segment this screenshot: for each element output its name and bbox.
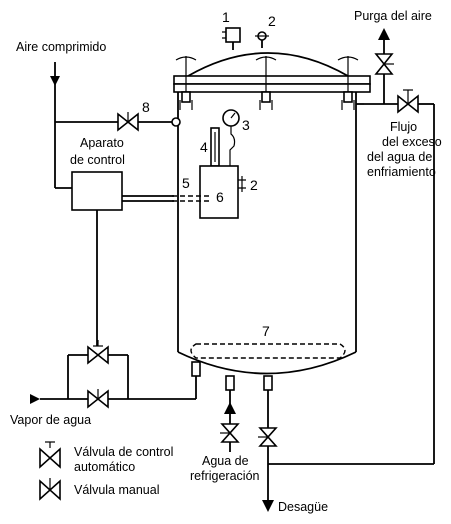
label-control-device-2: de control (70, 153, 125, 167)
callout-4: 4 (200, 139, 208, 155)
callout-2-top: 2 (268, 13, 276, 29)
label-drain: Desagüe (278, 500, 328, 514)
vessel-lid-dome (187, 52, 349, 77)
callout-7: 7 (262, 323, 270, 339)
arrow-cooling-up (224, 402, 236, 414)
retort-vessel (173, 52, 371, 375)
steam-manual-valve (87, 389, 109, 409)
air-purge-valve (374, 53, 394, 75)
callout-8: 8 (142, 99, 150, 115)
legend-manual-valve-icon (39, 478, 61, 501)
excess-water-control-valve (397, 89, 419, 114)
instrument-pocket (199, 165, 239, 219)
label-compressed-air: Aire comprimido (16, 40, 106, 54)
label-cooling-water-1: Agua de (202, 454, 249, 468)
legend-manual-valve-label: Válvula manual (74, 483, 159, 497)
lid-flange-bottom (173, 83, 371, 93)
lid-clamp-right (337, 56, 359, 110)
flow-arrows (30, 28, 390, 512)
lid-clamp-left (175, 56, 197, 110)
steam-control-valve (87, 340, 109, 365)
callout-1: 1 (222, 9, 230, 25)
thermometer (210, 127, 220, 167)
legend-control-valve-label-1: Válvula de control (74, 445, 173, 459)
label-excess-flow-3: del agua de (367, 150, 432, 164)
lid-petcock (255, 31, 269, 48)
pressure-gauge (222, 109, 240, 166)
legend-control-valve-icon (39, 441, 61, 469)
cooling-water-valve (220, 423, 240, 443)
safety-valve (222, 27, 241, 50)
callout-2-side: 2 (250, 177, 258, 193)
vessel-bottom (177, 351, 357, 375)
side-vent-cock (238, 176, 246, 192)
callout-3: 3 (242, 117, 250, 133)
callout-6: 6 (216, 189, 224, 205)
arrow-purge-up (378, 28, 390, 40)
label-excess-flow-1: Flujo (390, 120, 417, 134)
lid-flange-top (173, 75, 371, 85)
steam-spreader (190, 343, 346, 359)
piping (40, 38, 435, 500)
drain-valve (258, 427, 278, 447)
label-excess-flow-4: enfriamiento (367, 165, 436, 179)
arrow-drain-down (262, 500, 274, 512)
label-air-purge: Purga del aire (354, 9, 432, 23)
arrow-air-down (50, 76, 60, 86)
arrow-steam-in (30, 394, 40, 404)
legend-control-valve-label-2: automático (74, 460, 135, 474)
callout-5: 5 (182, 175, 190, 191)
label-steam: Vapor de agua (10, 413, 91, 427)
control-device-box (71, 171, 123, 211)
label-control-device-1: Aparato (80, 136, 124, 150)
label-excess-flow-2: del exceso (382, 135, 442, 149)
lid-clamp-middle (255, 56, 277, 110)
label-cooling-water-2: refrigeración (190, 469, 260, 483)
manual-valve-8 (117, 112, 139, 132)
